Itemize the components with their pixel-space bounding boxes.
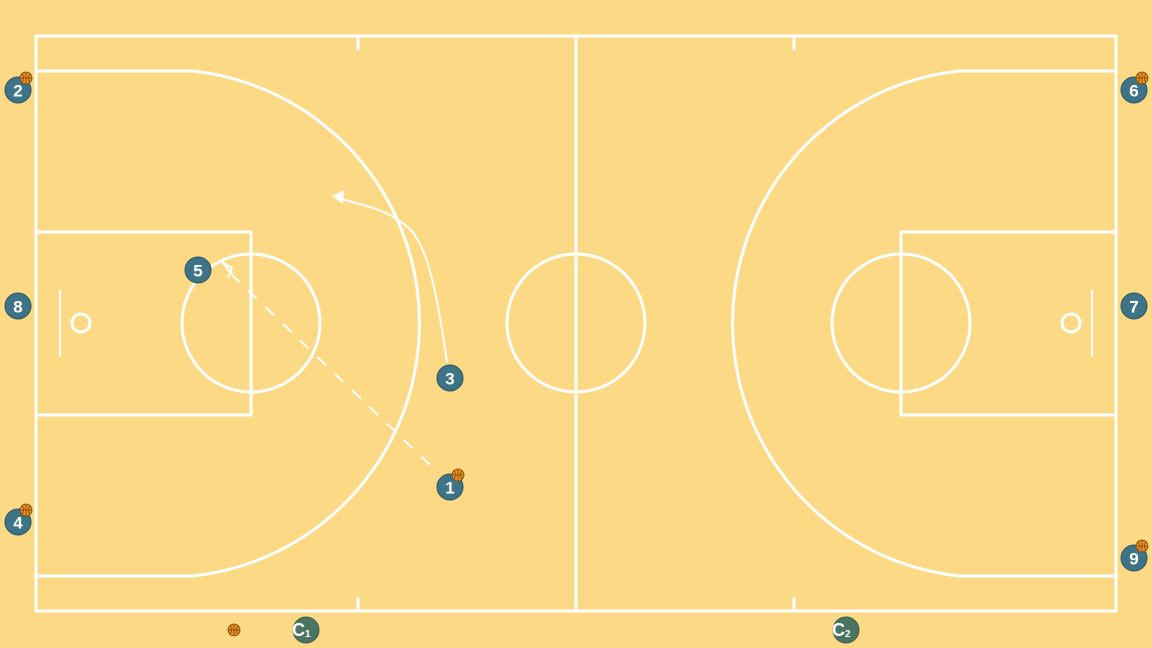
coach-1[interactable]: C1 — [292, 616, 320, 644]
basketball-icon — [451, 468, 465, 482]
player-7[interactable]: 7 — [1120, 292, 1148, 320]
hoop-left — [70, 312, 92, 334]
player-label: 5 — [193, 262, 202, 281]
basketball-icon — [19, 71, 33, 85]
player-label: 4 — [13, 514, 23, 533]
pass-arrowhead — [221, 261, 234, 279]
pass-arrowhead-shaft — [221, 261, 233, 275]
player-label: 7 — [1129, 298, 1138, 317]
loose-basketball-icon — [227, 623, 241, 637]
center-circle — [505, 252, 647, 394]
player-label: 1 — [445, 479, 454, 498]
hoop-right — [1060, 312, 1082, 334]
player-label: 2 — [13, 82, 22, 101]
player-label: 8 — [13, 298, 22, 317]
paint-right — [899, 230, 1118, 417]
svg-text:C1: C1 — [292, 620, 311, 640]
coach-letter: C — [292, 620, 305, 640]
cut-arrow — [337, 197, 448, 363]
coach-2[interactable]: C2 — [832, 616, 860, 644]
basketball-icon — [1135, 539, 1149, 553]
coach-number: 2 — [845, 629, 851, 640]
player-label: 6 — [1129, 82, 1138, 101]
player-3[interactable]: 3 — [436, 364, 464, 392]
svg-text:C2: C2 — [832, 620, 851, 640]
player-label: 9 — [1129, 550, 1138, 569]
paint-left — [34, 230, 253, 417]
three-point-line-right — [731, 69, 1116, 578]
cut-arrowhead — [332, 190, 344, 204]
coach-letter: C — [832, 620, 845, 640]
basketball-icon — [19, 503, 33, 517]
player-5[interactable]: 5 — [184, 256, 212, 284]
free-throw-circle-left — [180, 252, 322, 394]
coach-number: 1 — [305, 629, 311, 640]
basketball-icon — [1135, 71, 1149, 85]
player-label: 3 — [445, 370, 454, 389]
three-point-line-left — [36, 69, 421, 578]
player-8[interactable]: 8 — [4, 292, 32, 320]
free-throw-circle-right — [830, 252, 972, 394]
